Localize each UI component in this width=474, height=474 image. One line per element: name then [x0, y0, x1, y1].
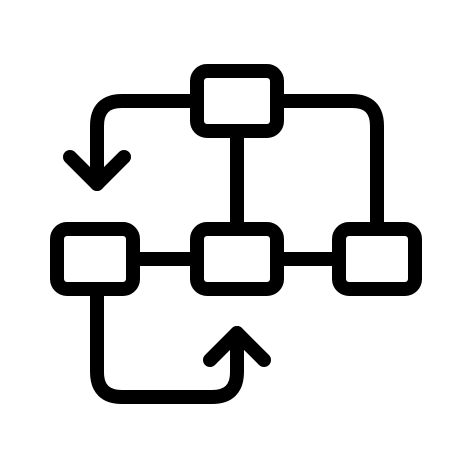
top-right-connector: [270, 94, 384, 236]
left-node: [50, 222, 140, 296]
top-node: [190, 64, 284, 138]
center-node: [190, 222, 284, 296]
left-to-center-arrowhead: [203, 326, 271, 367]
top-to-left-arrowhead: [63, 150, 131, 191]
right-node: [332, 222, 422, 296]
top-to-left-arrow: [90, 94, 204, 191]
left-to-center-arrow: [90, 282, 244, 404]
